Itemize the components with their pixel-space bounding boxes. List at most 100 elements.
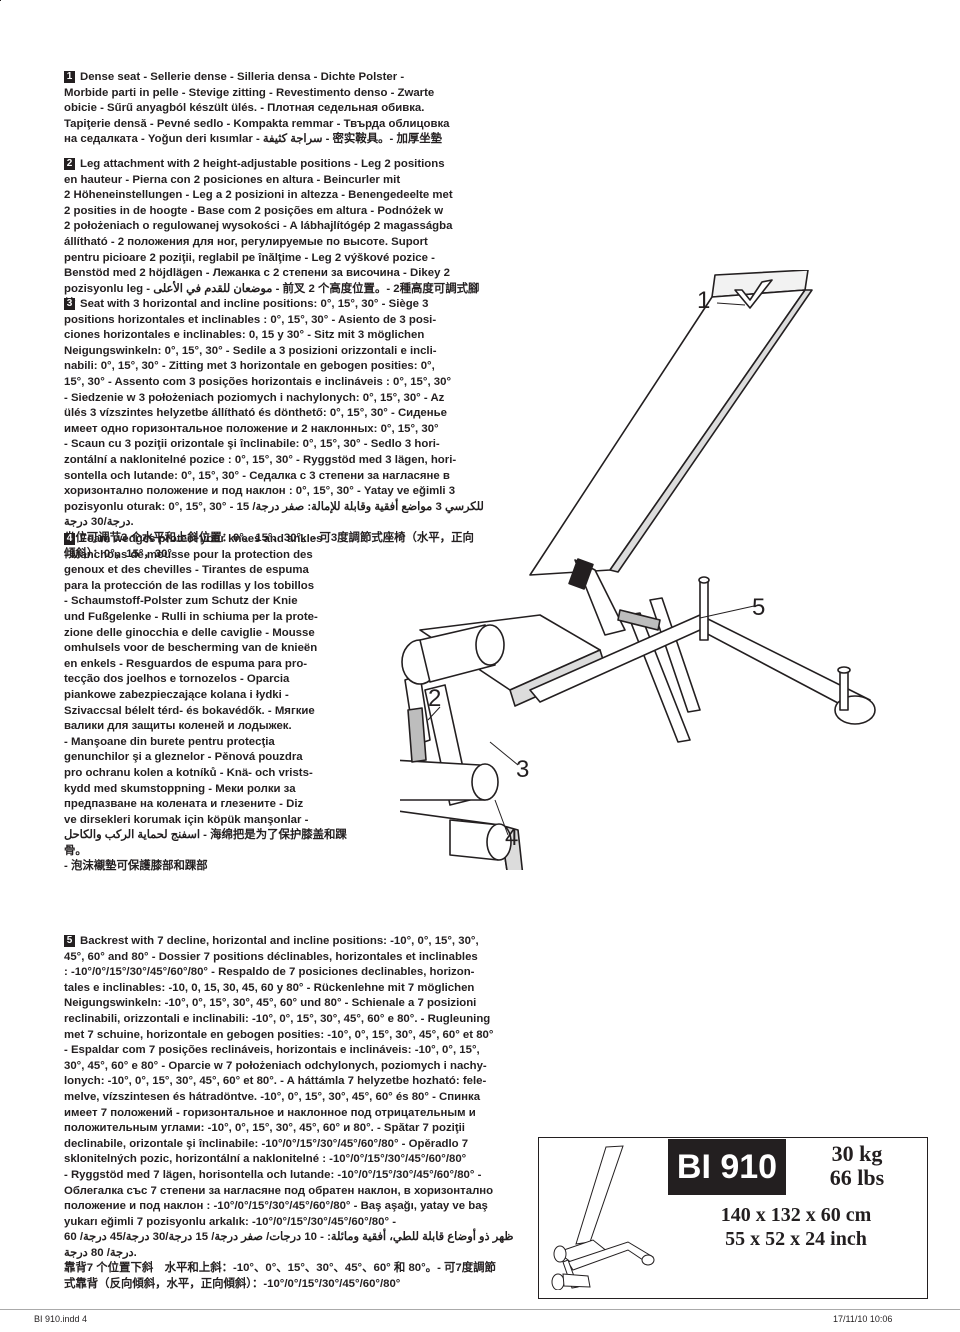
section-line: tales e inclinables: -10, 0, 15, 30, 45,… — [64, 981, 475, 994]
section-line: zione delle ginocchia e delle caviglie -… — [64, 626, 315, 639]
section-line: 式靠背（反向傾斜，水平，正向傾斜）：-10°/0°/15°/30°/45°/60… — [64, 1278, 401, 1291]
section-line: предпазване на колената и глезените - Di… — [64, 798, 304, 811]
section-line: pro ochranu kolen a kotníků - Knä- och v… — [64, 766, 313, 779]
dims-cm: 140 x 132 x 60 cm — [720, 1204, 872, 1226]
section-line: имеет одно горизонтальное положение и 2 … — [64, 422, 439, 435]
section-line: und Fußgelenke - Rulli in schiuma per la… — [64, 610, 318, 623]
section-line: nabili: 0°, 15°, 30° - Zitting met 3 hor… — [64, 360, 435, 373]
section-line: Neigungswinkeln: 0°, 15°, 30° - Sedile a… — [64, 344, 437, 357]
section-line: melve, vízszintesen és hátradöntve. -10°… — [64, 1090, 481, 1103]
section-line: валики для защиты коленей и лодыжек. — [64, 720, 292, 733]
footer-timestamp: 17/11/10 10:06 — [833, 1314, 893, 1324]
section-line: Backrest with 7 decline, horizontal and … — [80, 935, 479, 947]
section-line: obicie - Sűrű anyagból készült ülés. - П… — [64, 102, 425, 115]
section-line: 45°, 60° and 80° - Dossier 7 positions d… — [64, 950, 478, 963]
callout-1: 1 — [697, 287, 711, 314]
section-line: 15°, 30° - Assento com 3 posições horizo… — [64, 375, 451, 388]
section-line: Leg attachment with 2 height-adjustable … — [80, 158, 445, 170]
section-line: en enkels - Resguardos de espuma para pr… — [64, 657, 308, 670]
section-line: ve dirsekleri korumak için köpük manşonl… — [64, 813, 309, 826]
section-line: 2 położeniach o regulowanej wysokości - … — [64, 220, 453, 233]
section-line: 靠背7 个位置下斜 水平和上斜：-10°、0°、15°、30°、45°、60° … — [64, 1262, 496, 1275]
section-line: positions horizontales et inclinables : … — [64, 313, 437, 326]
section-line: : -10°/0°/15°/30°/45°/60°/80° - Respaldo… — [64, 966, 475, 979]
footer-rule — [0, 1309, 960, 1310]
section-line: Neigungswinkeln: -10°, 0°, 15°, 30°, 45°… — [64, 997, 477, 1010]
weight-lbs: 66 lbs — [829, 1165, 885, 1190]
section-line: - Manşoane din burete pentru protecţia — [64, 735, 275, 748]
dims-inch: 55 x 52 x 24 inch — [725, 1228, 867, 1250]
section-line: 2 Höheneinstellungen - Leg a 2 posizioni… — [64, 189, 453, 202]
section-line: kydd med skumstoppning - Меки ролки за — [64, 782, 296, 795]
section-5: 5 Backrest with 7 decline, horizontal and… — [64, 934, 534, 1293]
section-3: 3 Seat with 3 horizontal and incline posi… — [64, 297, 504, 562]
callout-3: 3 — [516, 756, 530, 783]
section-line: Foam wedges protect your knees and ankle… — [80, 533, 323, 545]
section-line: - Siedzenie w 3 położeniach poziomych i … — [64, 391, 445, 404]
section-line: pentru picioare 2 poziţii, reglabil pe î… — [64, 251, 435, 264]
section-2: 2 Leg attachment with 2 height-adjustable… — [64, 157, 484, 313]
section-line: ciones horizontales e inclinables: 0, 15… — [64, 329, 425, 342]
section-4: 4 Foam wedges protect your knees and ankl… — [64, 532, 354, 875]
section-number: 2 — [64, 158, 75, 170]
section-line: - Manchons de mousse pour la protection … — [64, 548, 313, 561]
section-line: Szivaccsal bélelt térd- és bokavédők. - … — [64, 704, 315, 717]
section-line: имеет 7 положений - горизонтальное и нак… — [64, 1106, 476, 1119]
section-line: Morbide parti in pelle - Stevige zitting… — [64, 86, 435, 99]
callout-4: 4 — [505, 824, 519, 851]
callout-2: 2 — [428, 685, 442, 712]
product-dimensions: 140 x 132 x 60 cm 55 x 52 x 24 inch — [668, 1203, 924, 1251]
section-line: - Ryggstöd med 7 lägen, horisontella och… — [64, 1168, 482, 1181]
section-number: 3 — [64, 298, 75, 310]
section-line: tecção dos joelhos e tornozelos - Oparci… — [64, 673, 290, 686]
section-line: положительным углами: -10°, 0°, 15°, 30°… — [64, 1122, 465, 1135]
section-number: 4 — [64, 533, 75, 545]
section-line: genunchilor şi a gleznelor - Pěnová pouz… — [64, 751, 303, 764]
section-line: - 泡沫襯墊可保護膝部和踝部 — [64, 860, 208, 873]
section-line: 傾斜）：0°，15°，30° — [64, 547, 172, 560]
section-line: Seat with 3 horizontal and incline posit… — [80, 298, 429, 310]
section-line: met 7 schuine, horizontale en gebogen po… — [64, 1028, 494, 1041]
section-line: - Schaumstoff-Polster zum Schutz der Kni… — [64, 595, 298, 608]
callout-5: 5 — [752, 594, 766, 621]
section-line: yukarı eğimli 7 pozisyonlu arkalık: -10°… — [64, 1215, 396, 1228]
section-line: 30°, 45°, 60° e 80° - Oparcie w 7 położe… — [64, 1059, 487, 1072]
section-line: állítható - 2 положения для ног, регулир… — [64, 235, 428, 248]
section-line: pozisyonlu oturak: 0°, 15°, 30° - للكرسي… — [64, 500, 484, 529]
section-line: положение и под наклон : -10°/0°/15°/30°… — [64, 1200, 488, 1213]
weight-kg: 30 kg — [831, 1141, 883, 1166]
section-line: اسفنج لحماية الركب والكاحل - 海绵把是为了保护膝盖和… — [64, 829, 347, 857]
section-line: sklonitelných pozic, horizontální a nakl… — [64, 1153, 467, 1166]
section-line: piankowe zabezpieczające kolana i łydki … — [64, 688, 289, 701]
spec-box — [538, 1137, 928, 1299]
section-line: Tapiţerie densă - Pevné sedlo - Kompakta… — [64, 117, 450, 130]
section-line: Облегалка със 7 степени за нагласяне под… — [64, 1184, 494, 1197]
section-line: zontální a naklonitelné pozice : 0°, 15°… — [64, 453, 457, 466]
section-line: хоризонтално положение и под наклон : 0°… — [64, 485, 456, 498]
product-model: BI 910 — [668, 1139, 786, 1195]
section-line: en hauteur - Pierna con 2 posiciones en … — [64, 173, 401, 186]
bench-thumbnail — [551, 1145, 655, 1290]
section-line: 坐位可调节3 个水平和上斜位置：0°、15°、30°。- 可3度調節式座椅（水平… — [64, 531, 474, 544]
product-weight: 30 kg 66 lbs — [790, 1142, 924, 1190]
section-line: omhulsels voor de bescherming van de kni… — [64, 642, 318, 655]
section-number: 5 — [64, 935, 75, 947]
section-number: 1 — [64, 71, 75, 83]
section-line: para la protección de las rodillas y los… — [64, 579, 315, 592]
footer-filename: BI 910.indd 4 — [34, 1314, 88, 1324]
section-1: 1 Dense seat - Sellerie dense - Silleria … — [64, 70, 504, 148]
section-line: declinabile, orizontale şi înclinabile: … — [64, 1137, 469, 1150]
section-line: genoux et des chevilles - Tirantes de es… — [64, 564, 309, 577]
section-line: lonych: -10°, 0°, 15°, 30°, 45°, 60° et … — [64, 1075, 487, 1088]
section-line: Benstöd med 2 höjdlägen - Лежанка с 2 ст… — [64, 267, 450, 280]
section-line: ظهر ذو أوضاع قابلة للطي، أفقية ومائلة: -… — [64, 1231, 514, 1259]
section-line: reclinabili, orizzontali e inclinabili: … — [64, 1012, 491, 1025]
section-line: Dense seat - Sellerie dense - Silleria d… — [80, 71, 405, 83]
section-line: pozisyonlu leg - موضعان للقدم في الأعلى … — [64, 282, 480, 311]
bench-illustration — [400, 270, 876, 870]
section-line: 2 posities in de hoogte - Base com 2 pos… — [64, 204, 444, 217]
section-line: ülés 3 vízszintes helyzetbe állítható és… — [64, 407, 447, 420]
crop-mark — [0, 0, 1, 1]
section-line: sontella och lutande: 0°, 15°, 30° - Сед… — [64, 469, 450, 482]
